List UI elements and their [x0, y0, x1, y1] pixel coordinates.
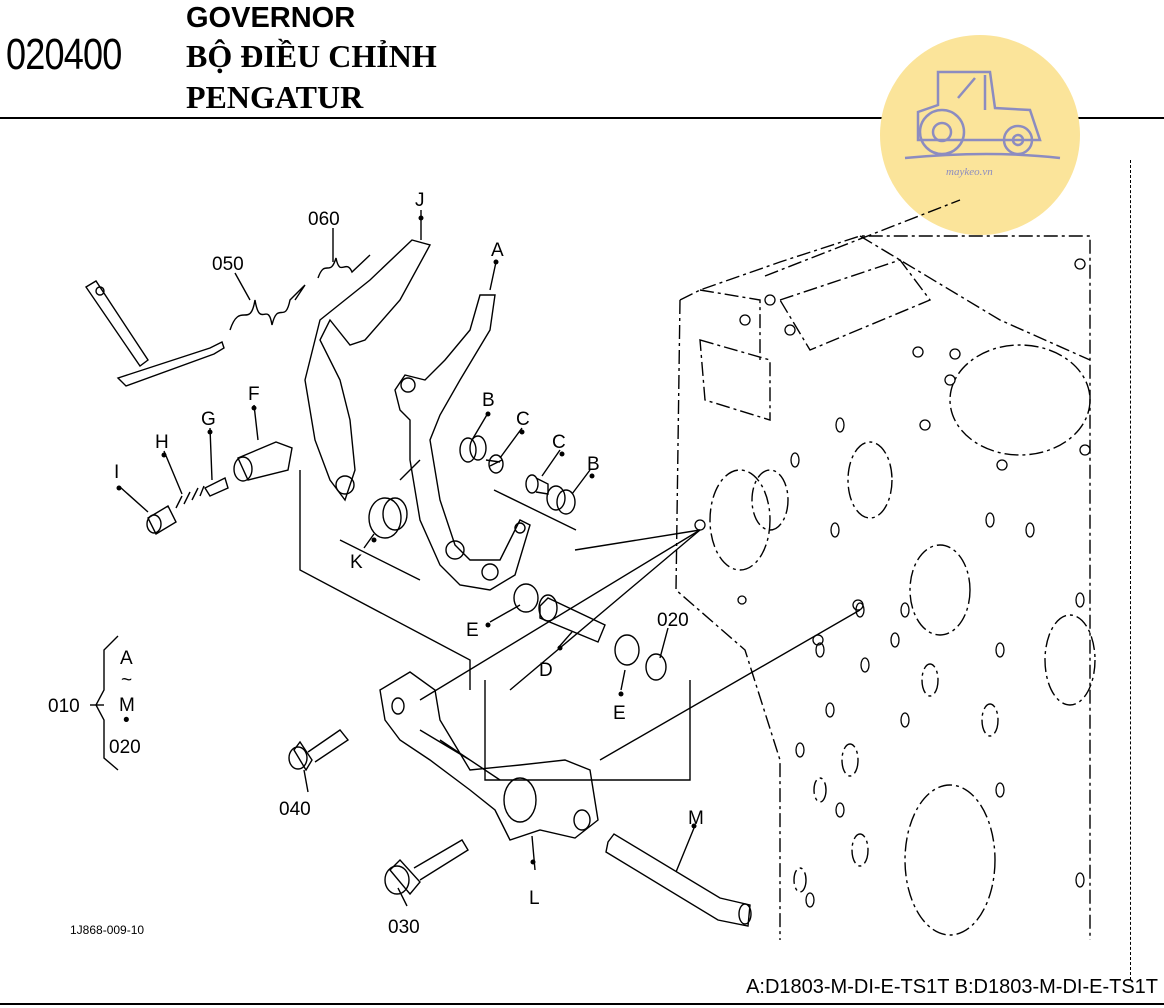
- assembly-tilde: ~: [121, 670, 132, 691]
- drawing-code: 1J868-009-10: [70, 923, 145, 937]
- title-english: GOVERNOR: [186, 2, 356, 34]
- label-030: 030: [388, 917, 420, 938]
- margin-dashed-line: [1130, 160, 1131, 980]
- label-c2: C: [552, 432, 566, 453]
- part-k: [368, 497, 402, 539]
- label-a: A: [491, 240, 504, 261]
- section-code: 020400: [6, 30, 122, 79]
- spring-060: [317, 254, 371, 279]
- assembly-dot: •: [123, 710, 130, 731]
- label-e2: E: [613, 703, 626, 724]
- label-l: L: [529, 888, 540, 909]
- engine-block: [675, 199, 1096, 940]
- label-d: D: [539, 660, 553, 681]
- part-g: [203, 477, 229, 497]
- part-h: [175, 485, 205, 509]
- label-h: H: [155, 432, 169, 453]
- bolt-030: [389, 839, 469, 896]
- label-b1: B: [482, 390, 495, 411]
- label-b2: B: [587, 454, 600, 475]
- title-vietnamese: BỘ ĐIỀU CHỈNH: [186, 38, 437, 74]
- label-f: F: [248, 384, 260, 405]
- label-050: 050: [212, 254, 244, 275]
- label-i: I: [114, 462, 119, 483]
- rod-lever: [85, 280, 225, 387]
- assembly-ref: 010: [48, 696, 80, 717]
- bolt-040: [293, 729, 350, 772]
- watermark-text: maykeo.vn: [946, 166, 993, 178]
- label-k: K: [350, 552, 363, 573]
- footer-rule: [0, 1003, 1164, 1005]
- bracket-l: [379, 671, 599, 841]
- assembly-plus: 020: [109, 737, 141, 758]
- title-indonesian: PENGATUR: [186, 79, 364, 115]
- label-020: 020: [657, 610, 689, 631]
- label-j: J: [415, 190, 425, 211]
- lever-j: [304, 239, 432, 502]
- header-rule: [0, 117, 1164, 119]
- lever-a: [394, 294, 531, 591]
- part-f: [237, 441, 293, 481]
- label-m: M: [688, 808, 704, 829]
- label-e1: E: [466, 620, 479, 641]
- label-060: 060: [308, 209, 340, 230]
- spring-050: [229, 284, 306, 331]
- assembly-to: M: [119, 695, 135, 716]
- part-i: [147, 505, 177, 535]
- assembly-from: A: [120, 648, 133, 669]
- shaft-m: [605, 833, 751, 927]
- label-040: 040: [279, 799, 311, 820]
- footer-model-codes: A:D1803-M-DI-E-TS1T B:D1803-M-DI-E-TS1T: [746, 976, 1158, 998]
- label-g: G: [201, 409, 216, 430]
- label-c1: C: [516, 409, 530, 430]
- watermark-logo: [880, 35, 1080, 235]
